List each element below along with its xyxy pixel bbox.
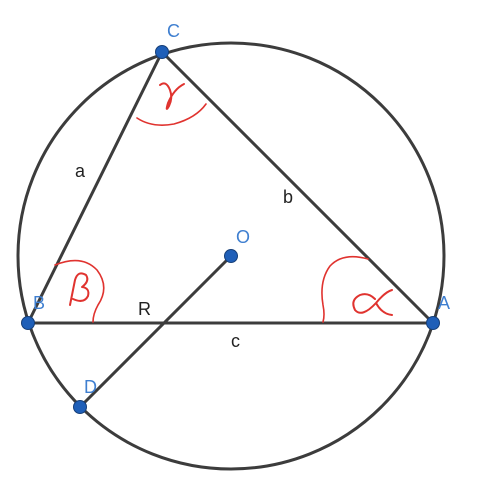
- label-side-c: c: [231, 331, 240, 351]
- side-b: [160, 50, 435, 325]
- label-side-a: a: [75, 161, 86, 181]
- angle-gamma-arc: [136, 103, 207, 126]
- point-a[interactable]: [426, 316, 440, 330]
- side-a: [26, 50, 164, 325]
- label-point-b: B: [33, 293, 45, 313]
- circumcircle: [16, 41, 446, 471]
- angle-beta-symbol: [69, 272, 90, 306]
- label-side-b: b: [283, 187, 293, 207]
- point-c[interactable]: [155, 45, 169, 59]
- radius-od: [78, 254, 233, 409]
- point-b[interactable]: [21, 316, 35, 330]
- angle-alpha-arc: [321, 255, 369, 323]
- label-point-a: A: [438, 293, 450, 313]
- label-point-c: C: [167, 21, 180, 41]
- point-d[interactable]: [73, 400, 87, 414]
- angle-beta-arc: [54, 259, 105, 323]
- angle-alpha-symbol: [352, 289, 393, 316]
- angle-gamma-symbol: [159, 82, 185, 110]
- label-point-o: O: [236, 227, 250, 247]
- point-o[interactable]: [224, 249, 238, 263]
- label-radius: R: [138, 299, 151, 319]
- label-point-d: D: [84, 377, 97, 397]
